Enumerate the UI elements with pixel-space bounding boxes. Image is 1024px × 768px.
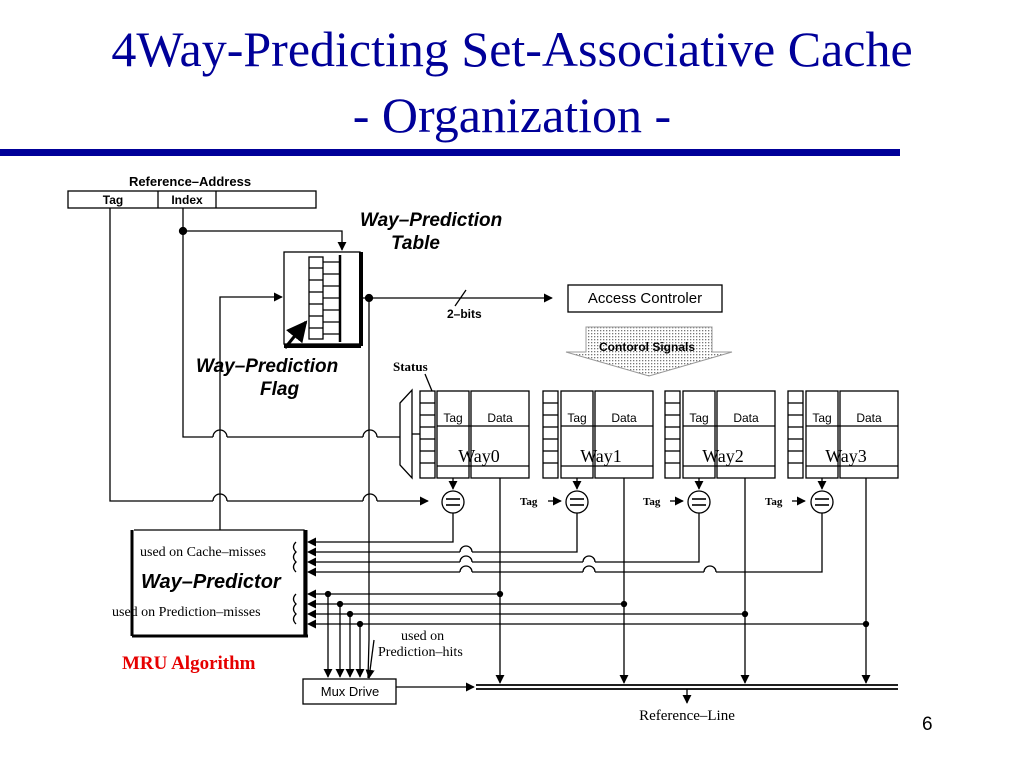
way-1 <box>542 390 654 479</box>
prediction-hits-label-2: Prediction–hits <box>378 645 463 660</box>
way2-tag-label: Tag <box>689 411 708 425</box>
prediction-hits-label-1: used on <box>401 629 444 644</box>
mru-algorithm-label: MRU Algorithm <box>122 653 256 674</box>
prediction-misses-label: used on Prediction–misses <box>112 605 261 620</box>
slide-title: 4Way-Predicting Set-Associative Cache <box>111 21 913 77</box>
title-divider <box>0 149 900 156</box>
way0-tag-label: Tag <box>443 411 462 425</box>
way2-data-label: Data <box>733 411 759 425</box>
control-signals-label: Contorol Signals <box>599 340 695 354</box>
prediction-table-title: Way–Prediction <box>360 210 502 231</box>
way1-tag-label: Tag <box>567 411 586 425</box>
comparator2-tag-label: Tag <box>643 496 661 508</box>
slide-subtitle: - Organization - <box>352 87 672 143</box>
reference-line-label: Reference–Line <box>639 708 735 724</box>
reference-address-label: Reference–Address <box>129 174 251 189</box>
status-label: Status <box>393 359 428 374</box>
way-0 <box>419 390 530 479</box>
reference-address <box>67 190 317 209</box>
prediction-table-subtitle: Table <box>391 233 440 254</box>
comparator1-tag-label: Tag <box>520 496 538 508</box>
way-prediction-table <box>283 251 363 348</box>
cache-misses-label: used on Cache–misses <box>140 545 266 560</box>
way-2 <box>664 390 776 479</box>
prediction-flag-subtitle: Flag <box>260 379 299 400</box>
way-predictor-label: Way–Predictor <box>141 571 282 593</box>
access-controller-label: Access Controler <box>588 290 702 307</box>
way1-data-label: Data <box>611 411 637 425</box>
bits-label: 2–bits <box>447 307 482 321</box>
way3-name: Way3 <box>825 446 867 466</box>
comparator3-tag-label: Tag <box>765 496 783 508</box>
reference-tag-field: Tag <box>103 193 123 207</box>
way-3 <box>787 390 899 479</box>
way0-data-label: Data <box>487 411 513 425</box>
mux-drive-label: Mux Drive <box>321 684 380 699</box>
prediction-flag-title: Way–Prediction <box>196 356 338 377</box>
way0-name: Way0 <box>458 446 500 466</box>
page-number: 6 <box>922 714 933 735</box>
way3-tag-label: Tag <box>812 411 831 425</box>
way1-name: Way1 <box>580 446 622 466</box>
way3-data-label: Data <box>856 411 882 425</box>
reference-index-field: Index <box>171 193 203 207</box>
way2-name: Way2 <box>702 446 744 466</box>
